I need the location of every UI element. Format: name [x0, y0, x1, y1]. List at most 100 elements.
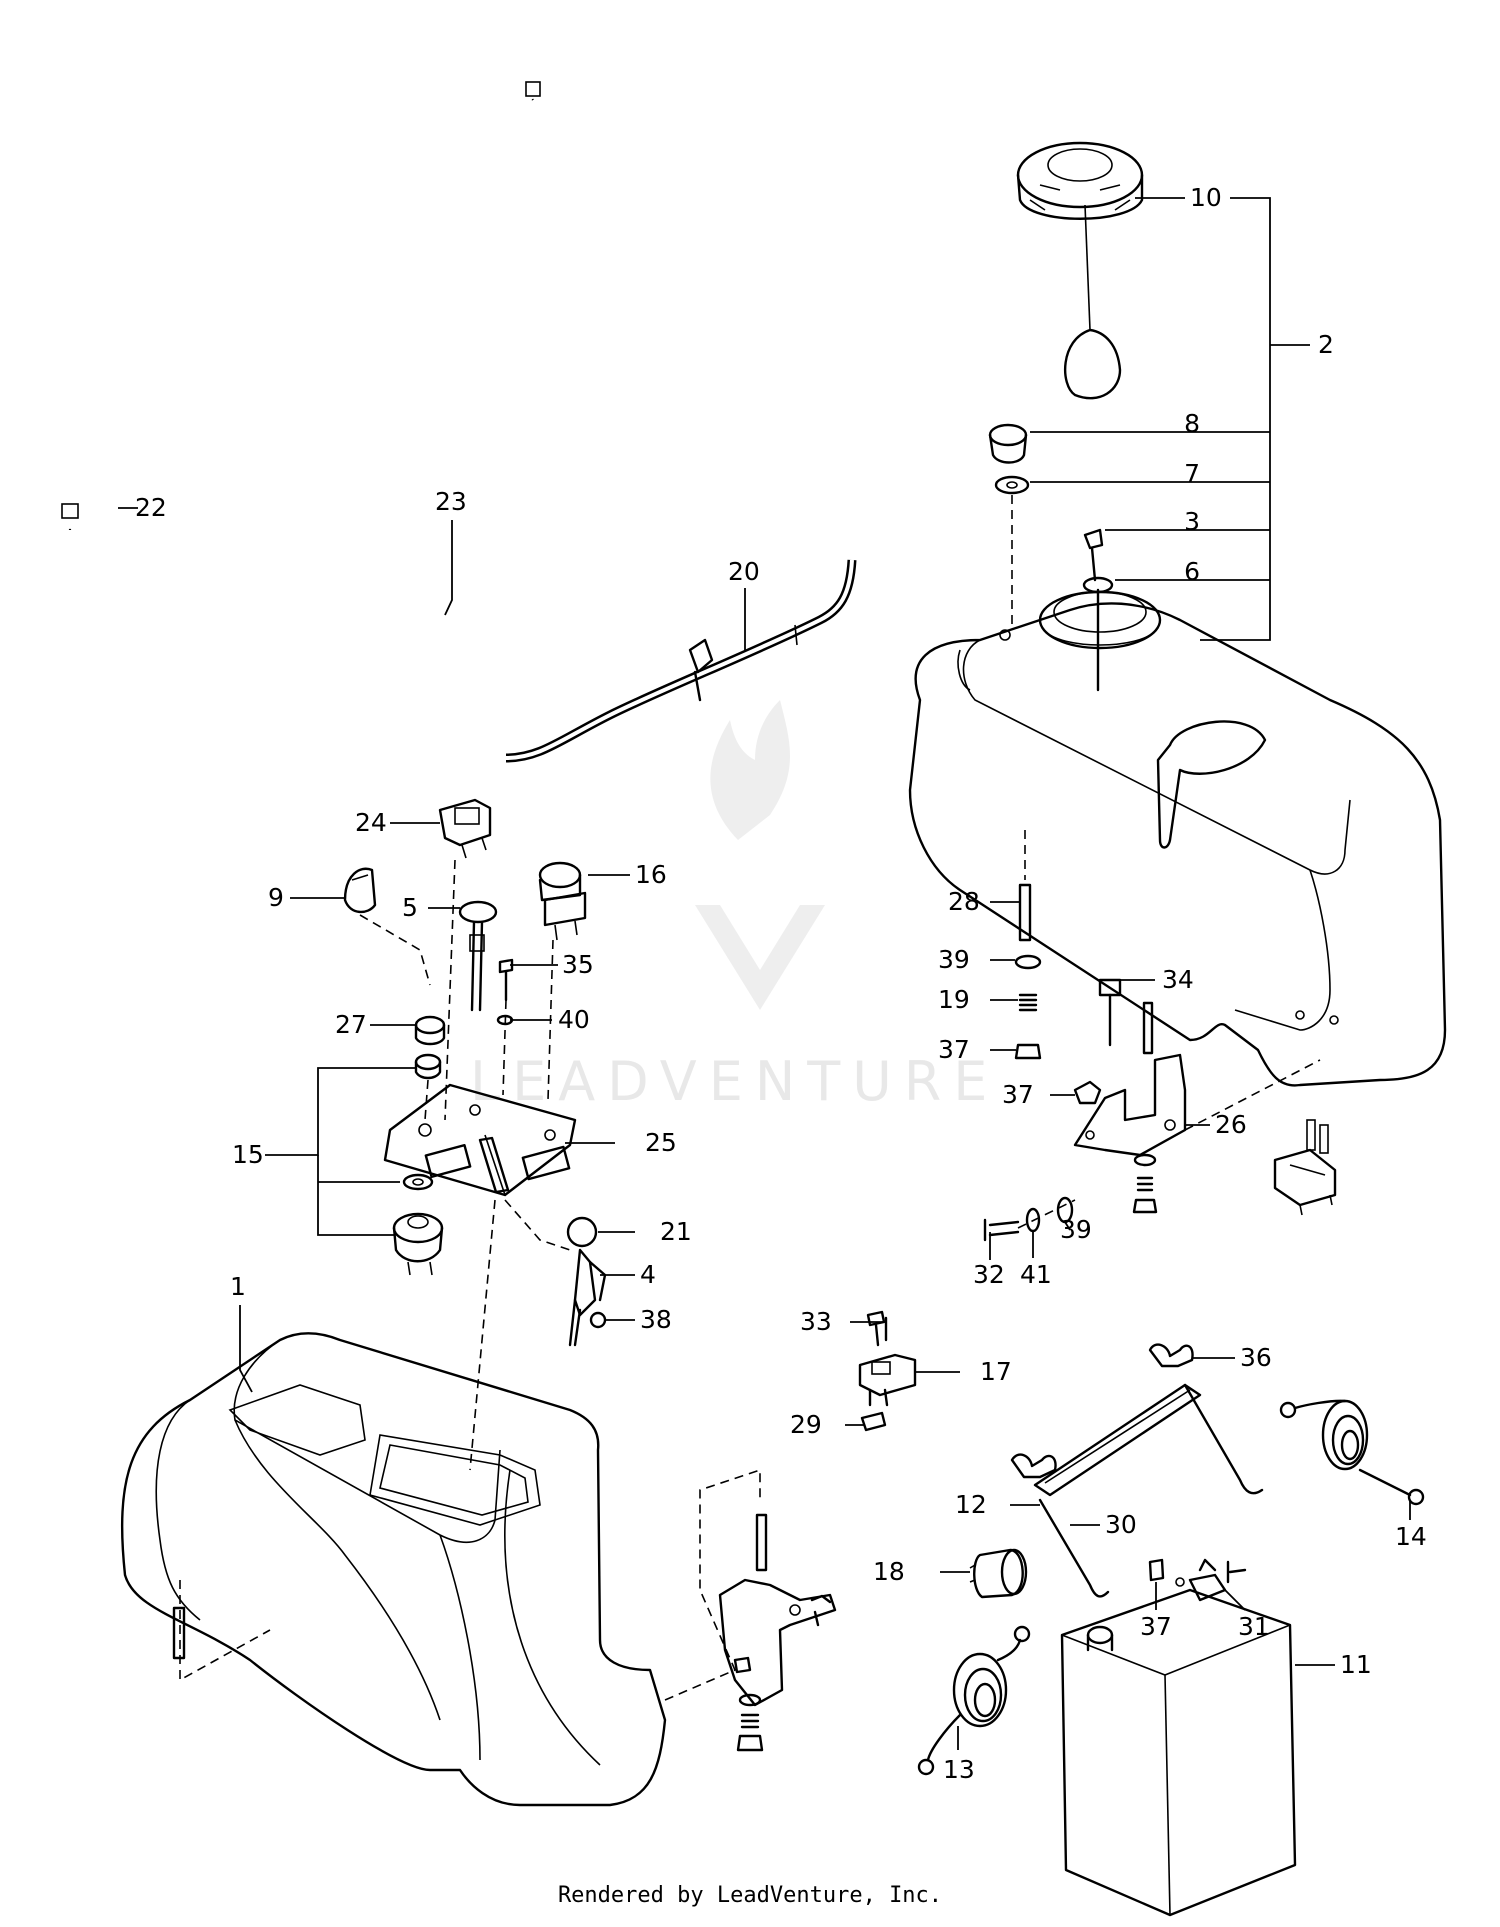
- callout-39-upper: 39: [938, 945, 970, 974]
- solenoid-part-17: [858, 1353, 917, 1407]
- callout-21: 21: [660, 1217, 692, 1246]
- callout-15: 15: [232, 1140, 264, 1169]
- callout-40: 40: [558, 1005, 590, 1034]
- callout-23: 23: [435, 487, 467, 516]
- washer-stack-26: [1132, 1153, 1158, 1214]
- callout-30: 30: [1105, 1510, 1137, 1539]
- assembly-line-part-27: [424, 1079, 429, 1121]
- callout-41: 41: [1020, 1260, 1052, 1289]
- callout-35: 35: [562, 950, 594, 979]
- leader-lines: [118, 197, 1411, 1750]
- callout-11: 11: [1340, 1650, 1372, 1679]
- callout-26: 26: [1215, 1110, 1247, 1139]
- fuel-line-part-20: [505, 559, 857, 763]
- pin-part-28: [1018, 883, 1032, 942]
- callout-28: 28: [948, 887, 980, 916]
- wing-nut-part-36: [1148, 1343, 1194, 1368]
- callout-19: 19: [938, 985, 970, 1014]
- callout-labels: 1 2 3 4 5 6 7 8 9 10 11 12 13 14 15 16 1…: [135, 183, 1427, 1784]
- callout-34: 34: [1162, 965, 1194, 994]
- callout-36: 36: [1240, 1343, 1272, 1372]
- nut-part-37-lower: [1148, 1558, 1165, 1582]
- fuel-line-part-23: [61, 81, 603, 659]
- nut-part-29: [860, 1411, 887, 1432]
- callout-18: 18: [873, 1557, 905, 1586]
- nut-part-37-mid: [1073, 1080, 1102, 1105]
- callout-14: 14: [1395, 1522, 1427, 1551]
- callout-8: 8: [1184, 409, 1200, 438]
- callout-32: 32: [973, 1260, 1005, 1289]
- callout-10: 10: [1190, 183, 1222, 212]
- callout-38: 38: [640, 1305, 672, 1334]
- callout-2: 2: [1318, 330, 1334, 359]
- callout-39-lower: 39: [1060, 1215, 1092, 1244]
- screw-part-33: [866, 1310, 888, 1347]
- callout-22: 22: [135, 493, 167, 522]
- assembly-line-part-24: [444, 859, 456, 1121]
- wing-nut-part-12: [1010, 1453, 1057, 1479]
- callout-5: 5: [402, 893, 418, 922]
- pin-upper-right: [1142, 1001, 1154, 1055]
- callout-7: 7: [1184, 459, 1200, 488]
- footer-credit: Rendered by LeadVenture, Inc.: [557, 1883, 943, 1908]
- console-body-part-1: [120, 1332, 667, 1807]
- switch-part-15: [392, 1212, 444, 1276]
- callout-33: 33: [800, 1307, 832, 1336]
- fuel-cap-part-10: [1016, 141, 1144, 400]
- pin-part-1: [172, 1606, 186, 1660]
- assembly-line-part-32: [1017, 1199, 1076, 1229]
- assembly-line-part-1-right: [664, 1468, 761, 1701]
- callout-20: 20: [728, 557, 760, 586]
- assembly-line-part-26: [1184, 1059, 1321, 1131]
- nut-part-27: [414, 1015, 446, 1046]
- leadventure-watermark: LEADVENTURE: [470, 700, 999, 1113]
- washer-part-15: [402, 1173, 434, 1191]
- callout-13: 13: [943, 1755, 975, 1784]
- callout-16: 16: [635, 860, 667, 889]
- fuel-tank: [908, 590, 1447, 1087]
- assembly-line-part-25: [469, 1199, 496, 1471]
- battery-cable-part-14: [1279, 1399, 1425, 1506]
- washer-part-39-upper: [1014, 954, 1042, 970]
- watermark-text: LEADVENTURE: [470, 1050, 999, 1113]
- callout-9: 9: [268, 883, 284, 912]
- lever-part-4: [568, 1248, 607, 1347]
- nut-part-38: [589, 1311, 607, 1329]
- callout-6: 6: [1184, 557, 1200, 586]
- callout-37-upper: 37: [938, 1035, 970, 1064]
- hold-down-rod-part-12: [1033, 1383, 1264, 1598]
- battery-terminal-hole: [1175, 1577, 1185, 1587]
- nut-part-37-upper: [1014, 1043, 1042, 1060]
- bracket-part-26: [1073, 1053, 1187, 1157]
- switch-part-24: [438, 798, 492, 859]
- relay-part-18: [969, 1548, 1028, 1599]
- choke-part-5: [458, 900, 498, 1012]
- callout-4: 4: [640, 1260, 656, 1289]
- switch-right: [1273, 1119, 1337, 1216]
- battery-cable-part-13: [917, 1625, 1031, 1776]
- callout-3: 3: [1184, 507, 1200, 536]
- knob-part-9: [343, 867, 377, 914]
- callout-1: 1: [230, 1272, 246, 1301]
- assembly-line-part-1-left: [179, 1580, 271, 1682]
- bracket-lower-middle: [718, 1513, 837, 1752]
- callout-31: 31: [1238, 1612, 1270, 1641]
- nut-part-15: [414, 1053, 442, 1080]
- washer-part-7: [994, 475, 1030, 495]
- callout-24: 24: [355, 808, 387, 837]
- callout-29: 29: [790, 1410, 822, 1439]
- callout-37-mid: 37: [1002, 1080, 1034, 1109]
- screw-part-35: [498, 958, 514, 1002]
- assembly-line-part-21: [504, 1199, 571, 1251]
- callout-37-lower: 37: [1140, 1612, 1172, 1641]
- battery-part-11: [1060, 1588, 1297, 1917]
- ignition-part-16: [538, 861, 587, 941]
- assembly-line-part-9: [359, 914, 431, 986]
- callout-27: 27: [335, 1010, 367, 1039]
- panel-plate-part-25: [383, 1083, 577, 1197]
- knob-part-21: [566, 1216, 598, 1248]
- bolt-part-34: [1098, 978, 1122, 1047]
- callout-25: 25: [645, 1128, 677, 1157]
- vent-part-8: [988, 423, 1028, 464]
